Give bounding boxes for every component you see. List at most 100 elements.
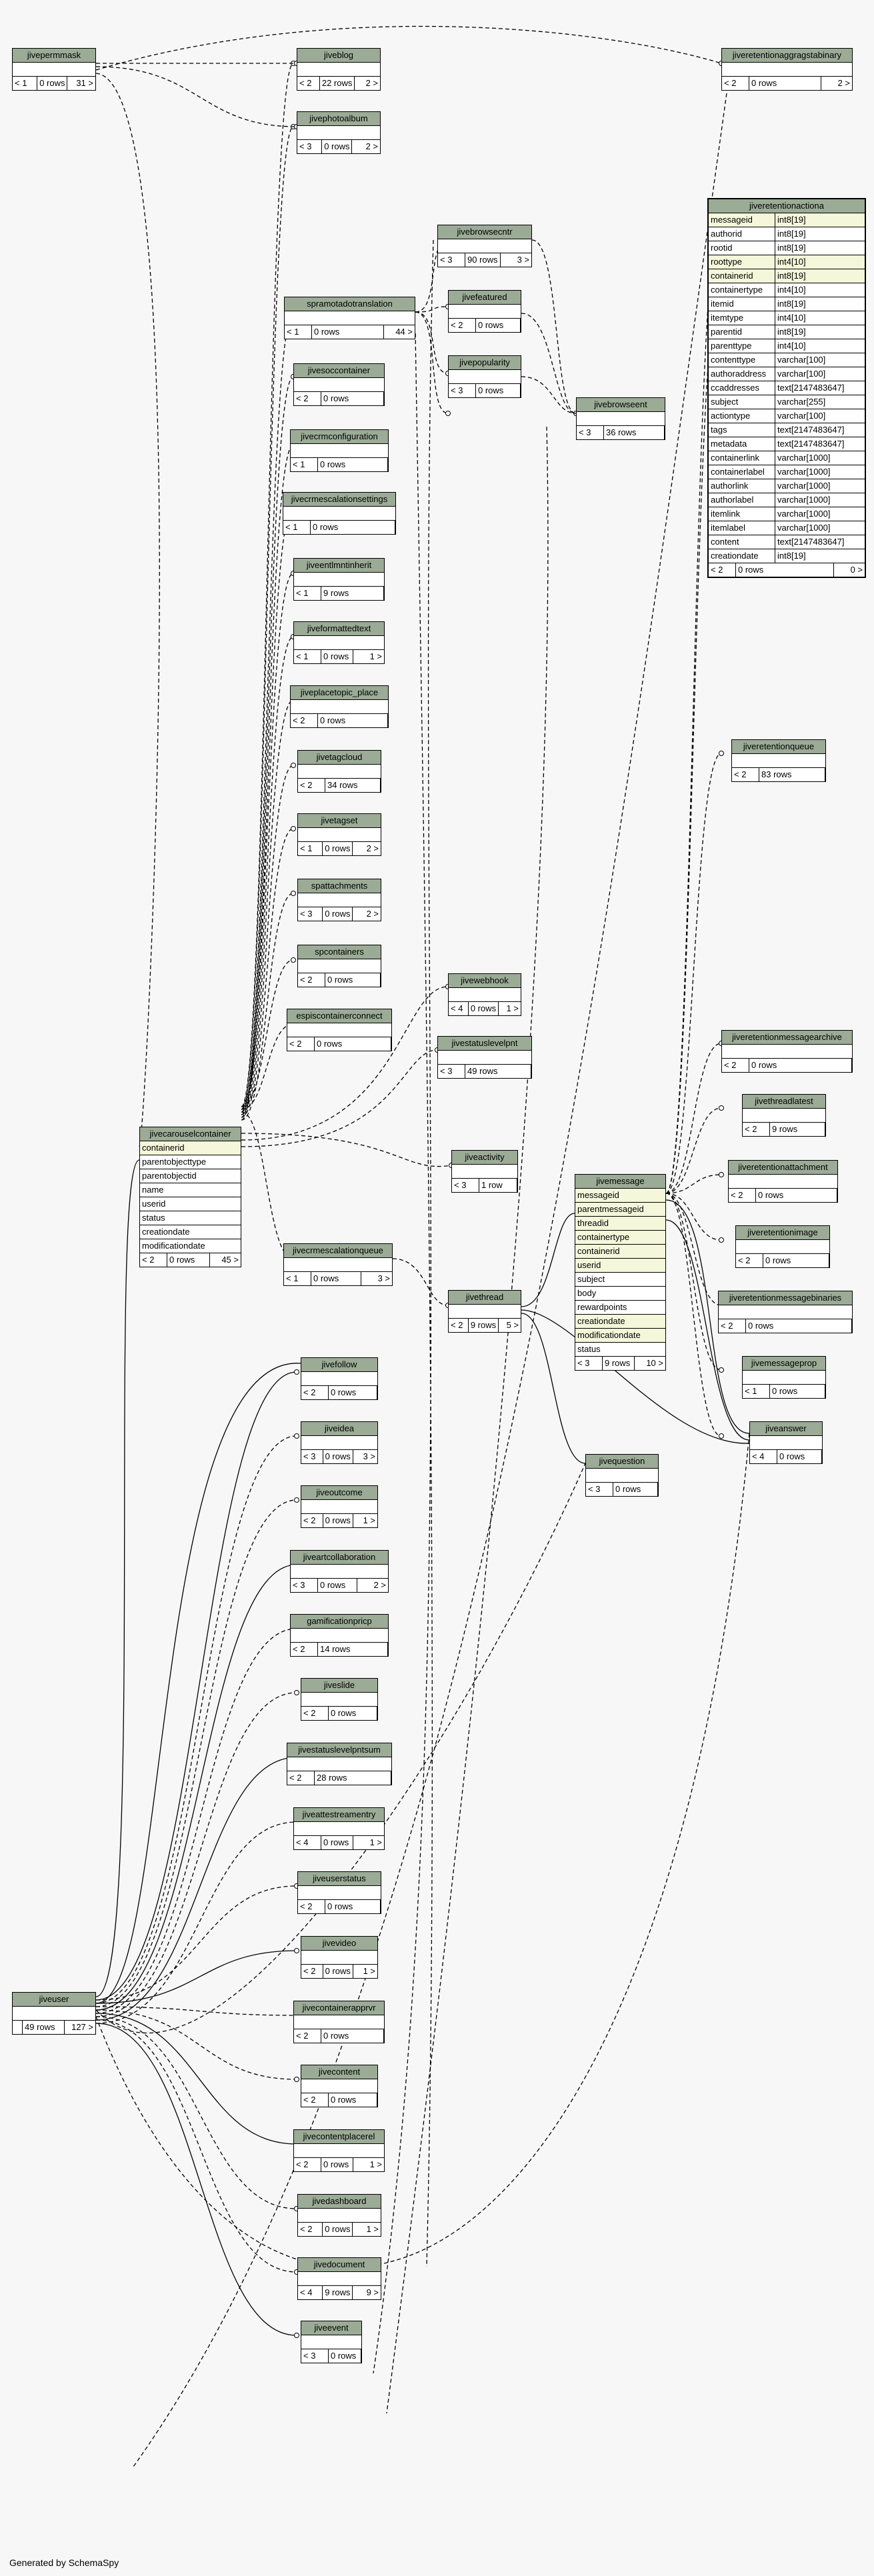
table-title: jivepopularity	[449, 356, 521, 370]
column-name: containertype	[711, 285, 763, 295]
edge-endpoint	[291, 891, 296, 896]
edge-endpoint	[719, 1433, 724, 1439]
column-name: actiontype	[711, 411, 751, 421]
relationship-edge	[95, 1435, 297, 2004]
column-type: varchar[100]	[775, 353, 865, 367]
edge-endpoint	[719, 1172, 724, 1177]
table-title: jiveretentionmessagearchive	[722, 1031, 852, 1045]
table-jivemessage[interactable]: jivemessage messageid parentmessageid th…	[575, 1174, 666, 1371]
table-title: jiveretentionattachment	[729, 1161, 837, 1175]
table-title: jiveanswer	[750, 1422, 822, 1436]
column-name: authoraddress	[711, 369, 767, 379]
relationship-edge	[241, 959, 294, 1107]
column-type: varchar[1000]	[775, 465, 865, 479]
column-type: int8[19]	[775, 549, 865, 563]
table-title: jivequestion	[586, 1455, 658, 1469]
relationship-edge	[521, 376, 577, 414]
relationship-edge	[392, 1258, 449, 1306]
table-title: jivethreadlatest	[743, 1095, 825, 1109]
relationship-edge	[95, 1885, 297, 2001]
table-title: spcontainers	[298, 945, 381, 959]
edge-endpoint	[294, 1433, 299, 1439]
table-jivecarouselcontainer[interactable]: jivecarouselcontainer containerid parent…	[139, 1127, 241, 1267]
relationship-edge	[95, 1564, 297, 2011]
relationship-edge	[386, 426, 549, 2414]
table-title: jiveattestreamentry	[294, 1808, 384, 1822]
relationship-edge	[95, 1628, 297, 2014]
relationship-edge	[241, 506, 294, 1121]
column-row: content text[2147483647]	[709, 535, 865, 549]
table-title: gamificationpricp	[291, 1615, 388, 1629]
relationship-edge	[665, 1193, 722, 1241]
column-type: varchar[1000]	[775, 493, 865, 507]
table-title: jiveplacetopic_place	[291, 686, 388, 700]
column-type: text[2147483647]	[775, 535, 865, 549]
table-title: jiveretentionmessagebinaries	[719, 1291, 852, 1305]
column-name: itemlabel	[711, 523, 746, 533]
relationship-edge	[95, 66, 297, 127]
relationship-edge	[415, 333, 433, 2267]
column-name: content	[711, 537, 739, 547]
column-name: contenttype	[711, 355, 756, 365]
relationship-edge	[95, 1757, 297, 2021]
